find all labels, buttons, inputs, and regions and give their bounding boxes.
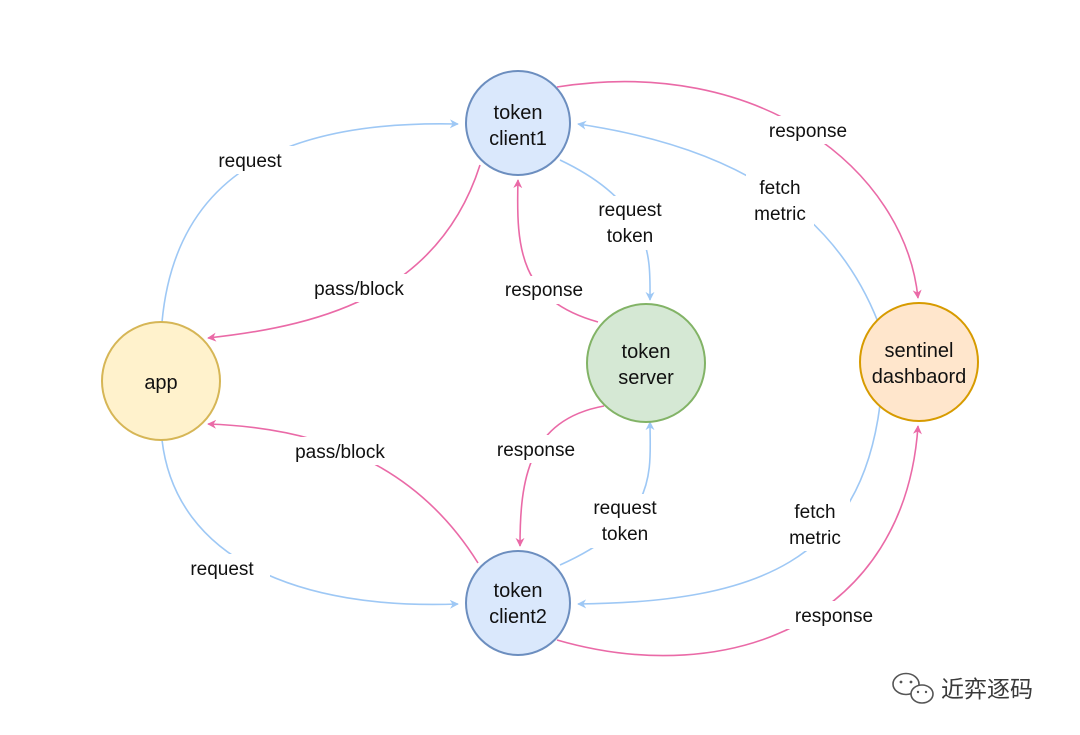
edge-label-dashboard-to-client1-line1: fetch [759,178,800,199]
wechat-icon [892,672,934,704]
edge-label-client1-to-app: pass/block [314,279,404,300]
node-token-server: token server [586,303,706,423]
edge-label-client2-to-server-line2: token [602,524,648,545]
node-label-line: client2 [489,606,547,628]
edge-label-server-to-client2: response [497,440,575,461]
edge-label-dashboard-to-client1-line2: metric [754,204,806,225]
edge-label-dashboard-to-client2-line1: fetch [794,502,835,523]
node-label-line: token [622,341,671,363]
node-label-line: sentinel [885,340,954,362]
node-label-line: token [494,102,543,124]
node-token-client1: token client1 [465,70,571,176]
node-label-line: token [494,580,543,602]
edge-label-client2-to-server-line1: request [593,498,657,519]
edge-label-client1-to-server-line1: request [598,200,662,221]
edge-dashboard-to-client2 [577,404,881,609]
edge-label-client1-to-server-line2: token [607,226,653,247]
node-sentinel-dashboard: sentinel dashbaord [859,302,979,422]
edge-label-client1-to-dashboard: response [769,121,847,142]
watermark: 近弈逐码 [892,672,1033,704]
node-token-client2: token client2 [465,550,571,656]
edge-label-server-to-client1: response [505,280,583,301]
edge-client1-to-app [207,164,481,342]
edge-label-app-to-client2: request [190,559,254,580]
edge-label-client2-to-dashboard: response [795,606,873,627]
edge-label-app-to-client1: request [218,151,282,172]
node-label-line: server [618,367,674,389]
edge-server-to-client1 [513,179,599,323]
node-label-line: client1 [489,128,547,150]
node-app: app [101,321,221,441]
watermark-text: 近弈逐码 [941,676,1033,702]
node-label-line: app [144,372,177,394]
edge-label-dashboard-to-client2-line2: metric [789,528,841,549]
edge-client1-to-dashboard [556,80,922,299]
edge-label-client2-to-app: pass/block [295,442,385,463]
node-label-line: dashbaord [872,366,967,388]
